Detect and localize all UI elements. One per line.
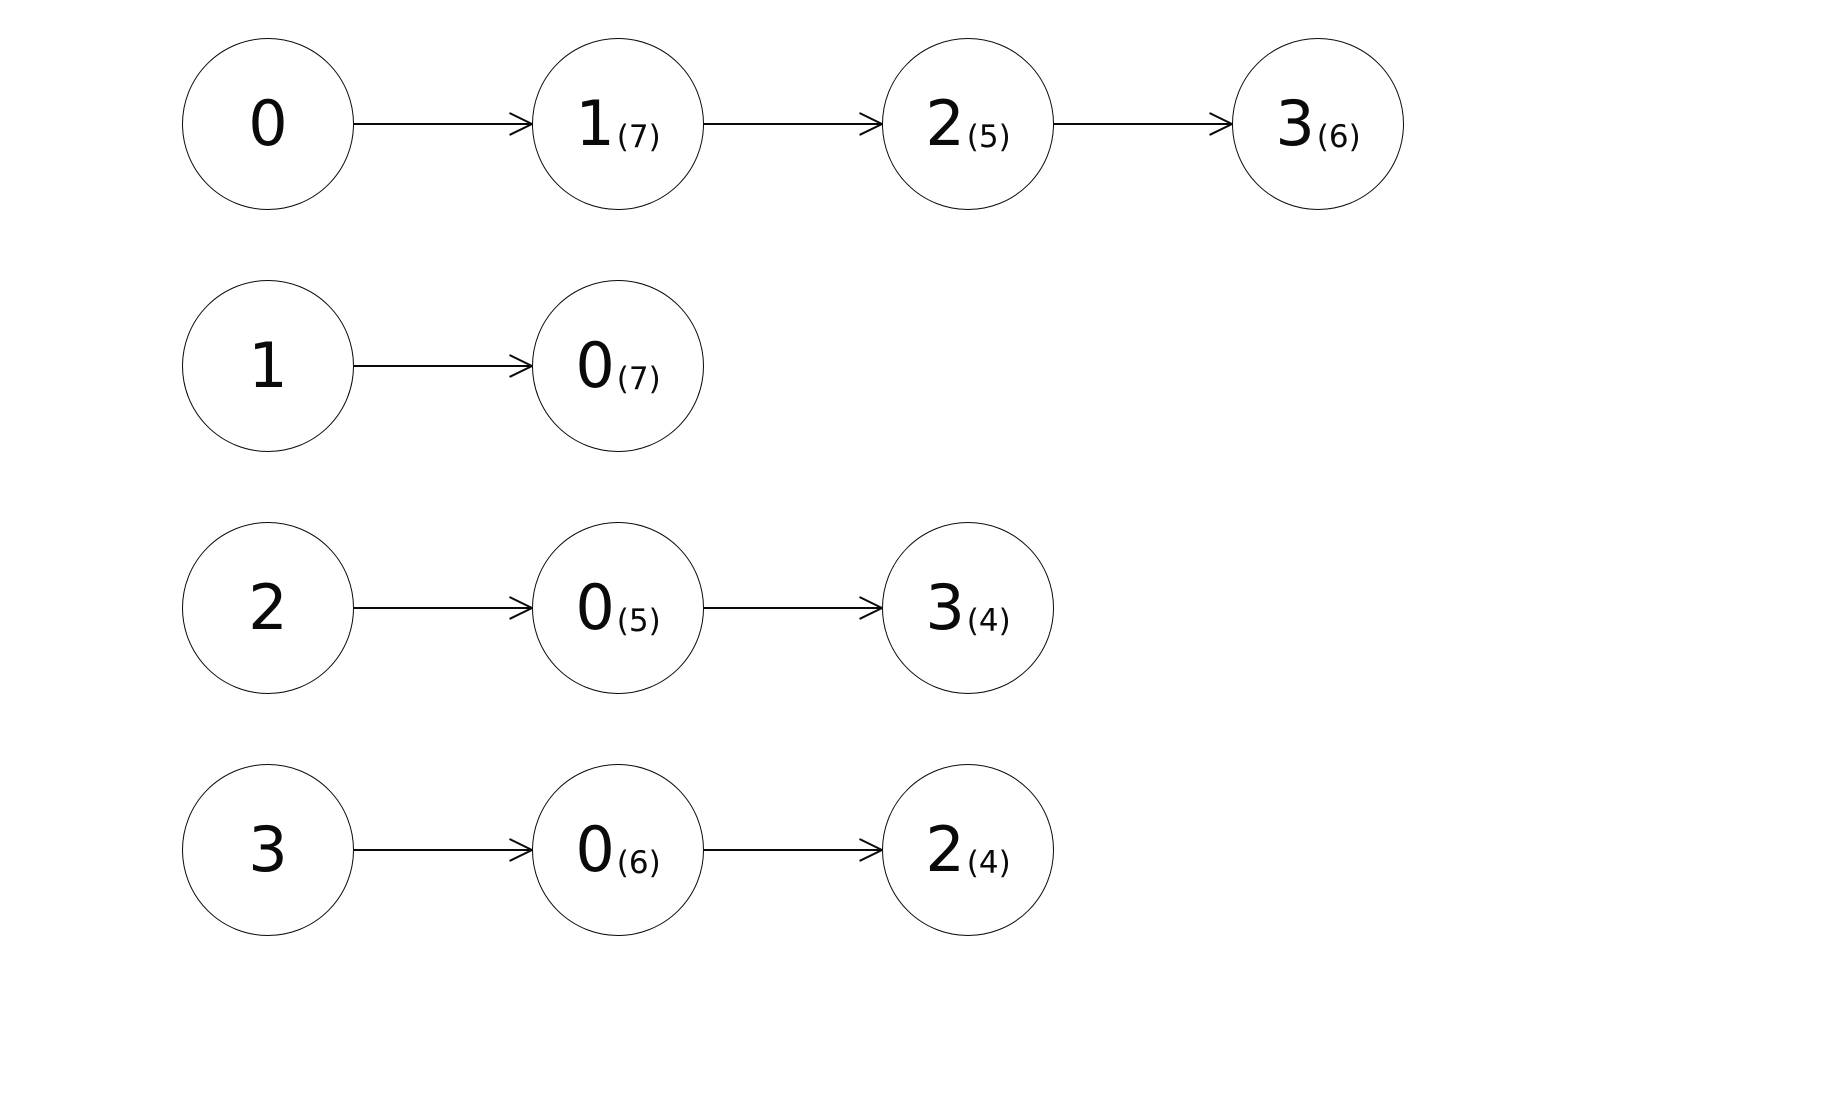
edge-line: [354, 123, 532, 125]
node-id: 2: [925, 87, 965, 160]
edge-3-to-0: [354, 838, 532, 862]
node-label: 0(7): [575, 335, 660, 397]
node-weight: (5): [966, 119, 1011, 155]
edge-0-to-3: [704, 596, 882, 620]
node-label: 3(4): [925, 577, 1010, 639]
node-label: 0: [248, 93, 287, 155]
graph-node[interactable]: 2: [182, 522, 354, 694]
edge-line: [704, 123, 882, 125]
graph-node[interactable]: 0: [182, 38, 354, 210]
arrowhead-icon: [856, 838, 882, 862]
arrowhead-icon: [506, 354, 532, 378]
edge-1-to-0: [354, 354, 532, 378]
node-label: 0(5): [575, 577, 660, 639]
node-weight: (5): [616, 603, 661, 639]
graph-node[interactable]: 0(7): [532, 280, 704, 452]
node-id: 0: [575, 329, 615, 402]
node-label: 2(4): [925, 819, 1010, 881]
adjacency-row-1: 1 0(7): [0, 266, 1830, 466]
graph-node[interactable]: 0(6): [532, 764, 704, 936]
edge-0-to-1: [354, 112, 532, 136]
graph-node[interactable]: 2(5): [882, 38, 1054, 210]
node-label: 3(6): [1275, 93, 1360, 155]
adjacency-row-2: 2 0(5) 3(4): [0, 508, 1830, 708]
graph-node[interactable]: 1(7): [532, 38, 704, 210]
node-id: 3: [1275, 87, 1315, 160]
edge-line: [354, 849, 532, 851]
arrowhead-icon: [506, 596, 532, 620]
node-id: 0: [575, 571, 615, 644]
graph-node[interactable]: 3(6): [1232, 38, 1404, 210]
node-label: 0(6): [575, 819, 660, 881]
node-id: 2: [248, 571, 288, 644]
node-id: 1: [248, 329, 288, 402]
edge-2-to-3: [1054, 112, 1232, 136]
node-weight: (7): [616, 119, 661, 155]
node-weight: (6): [616, 845, 661, 881]
arrowhead-icon: [506, 112, 532, 136]
node-label: 2(5): [925, 93, 1010, 155]
node-id: 3: [248, 813, 288, 886]
arrowhead-icon: [856, 596, 882, 620]
node-id: 0: [575, 813, 615, 886]
graph-node[interactable]: 2(4): [882, 764, 1054, 936]
arrowhead-icon: [856, 112, 882, 136]
node-label: 1(7): [575, 93, 660, 155]
arrowhead-icon: [1206, 112, 1232, 136]
node-id: 0: [248, 87, 288, 160]
edge-line: [704, 849, 882, 851]
adjacency-row-0: 0 1(7) 2(5) 3(6): [0, 24, 1830, 224]
adjacency-row-3: 3 0(6) 2(4): [0, 750, 1830, 950]
arrowhead-icon: [506, 838, 532, 862]
edge-1-to-2: [704, 112, 882, 136]
node-label: 2: [248, 577, 287, 639]
node-weight: (7): [616, 361, 661, 397]
node-id: 3: [925, 571, 965, 644]
node-id: 2: [925, 813, 965, 886]
edge-line: [354, 365, 532, 367]
edge-2-to-0: [354, 596, 532, 620]
node-id: 1: [575, 87, 615, 160]
node-weight: (4): [966, 845, 1011, 881]
node-weight: (4): [966, 603, 1011, 639]
node-label: 1: [248, 335, 287, 397]
edge-0-to-2: [704, 838, 882, 862]
graph-node[interactable]: 3(4): [882, 522, 1054, 694]
graph-node[interactable]: 1: [182, 280, 354, 452]
edge-line: [354, 607, 532, 609]
node-label: 3: [248, 819, 287, 881]
graph-node[interactable]: 0(5): [532, 522, 704, 694]
node-weight: (6): [1316, 119, 1361, 155]
graph-node[interactable]: 3: [182, 764, 354, 936]
edge-line: [1054, 123, 1232, 125]
edge-line: [704, 607, 882, 609]
